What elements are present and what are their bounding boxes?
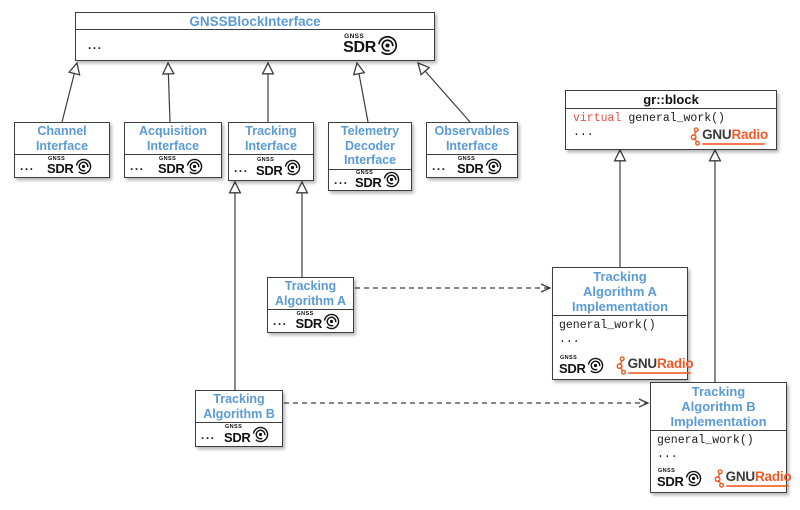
ellipsis-members: ... bbox=[657, 448, 678, 461]
sdr-spiral-icon bbox=[383, 171, 399, 188]
gnuradio-tagline-bar bbox=[725, 485, 789, 487]
class-title: Tracking Algorithm B bbox=[196, 391, 282, 423]
class-tracking-algorithm-b-implementation: Tracking Algorithm B Implementation gene… bbox=[650, 382, 792, 493]
class-title: Telemetry Decoder Interface bbox=[329, 123, 411, 170]
gnuradio-nodes-icon bbox=[616, 356, 626, 375]
method-name: general_work() bbox=[657, 434, 754, 447]
class-title: Channel Interface bbox=[15, 123, 109, 155]
sdr-spiral-icon bbox=[685, 470, 701, 487]
class-title: gr::block bbox=[566, 91, 776, 109]
sdr-spiral-icon bbox=[587, 357, 603, 374]
inheritance-channel-to-gnssblockinterface bbox=[61, 61, 81, 123]
class-title: Tracking Algorithm B Implementation bbox=[651, 383, 786, 431]
ellipsis-members: ... bbox=[201, 427, 216, 442]
gnuradio-logo-gnu: GNU bbox=[725, 469, 756, 484]
sdr-spiral-icon bbox=[186, 158, 202, 174]
ellipsis-members: ... bbox=[559, 333, 580, 346]
method-signature: virtual general_work() bbox=[573, 112, 725, 126]
class-tracking-algorithm-a-implementation: Tracking Algorithm A Implementation gene… bbox=[552, 267, 694, 380]
class-title: Tracking Algorithm A bbox=[268, 278, 353, 310]
ellipsis-members: ... bbox=[334, 172, 349, 187]
sdr-spiral-icon bbox=[75, 158, 91, 174]
gnss-sdr-logo-name: SDR bbox=[343, 39, 376, 57]
ellipsis-members: ... bbox=[130, 159, 145, 173]
ellipsis-members: ... bbox=[432, 159, 447, 173]
gnuradio-logo-gnu: GNU bbox=[702, 127, 732, 142]
sdr-spiral-icon bbox=[252, 426, 268, 443]
gnss-sdr-logo: GNSS SDR bbox=[343, 32, 398, 57]
gnuradio-logo-radio: Radio bbox=[656, 356, 694, 371]
class-title: Tracking Algorithm A Implementation bbox=[553, 268, 687, 316]
sdr-spiral-icon bbox=[485, 158, 501, 174]
gnuradio-logo-radio: Radio bbox=[754, 469, 792, 484]
gnuradio-logo-gnu: GNU bbox=[627, 356, 658, 371]
ellipsis-members: ... bbox=[234, 160, 249, 175]
gnuradio-tagline-bar bbox=[627, 372, 691, 374]
gnuradio-nodes-icon bbox=[690, 127, 701, 146]
ellipsis-members: ... bbox=[573, 126, 594, 139]
sdr-spiral-icon bbox=[284, 159, 300, 176]
class-title: Acquisition Interface bbox=[125, 123, 221, 155]
method-name: general_work() bbox=[628, 112, 725, 125]
class-gnss-block-interface: GNSSBlockInterface ... GNSS SDR bbox=[75, 12, 435, 61]
ellipsis-members: ... bbox=[20, 159, 35, 173]
class-title: GNSSBlockInterface bbox=[76, 13, 434, 30]
ellipsis-members: ... bbox=[273, 314, 288, 328]
class-title: Tracking Interface bbox=[229, 123, 313, 155]
gnuradio-logo-radio: Radio bbox=[731, 127, 768, 142]
sdr-spiral-icon bbox=[377, 35, 398, 55]
inheritance-observables-to-gnssblockinterface bbox=[417, 61, 471, 123]
method-name: general_work() bbox=[559, 319, 656, 332]
sdr-spiral-icon bbox=[323, 313, 340, 329]
inheritance-acquisition-to-gnssblockinterface bbox=[161, 61, 175, 123]
ellipsis-members: ... bbox=[88, 38, 103, 52]
class-title: Observables Interface bbox=[427, 123, 517, 155]
gnuradio-tagline-bar bbox=[702, 143, 766, 145]
gnss-sdr-logo-top-text: GNSS bbox=[344, 32, 365, 40]
inheritance-telemetry-to-gnssblockinterface bbox=[352, 61, 369, 123]
virtual-keyword: virtual bbox=[573, 112, 622, 125]
gnuradio-nodes-icon bbox=[714, 469, 724, 488]
